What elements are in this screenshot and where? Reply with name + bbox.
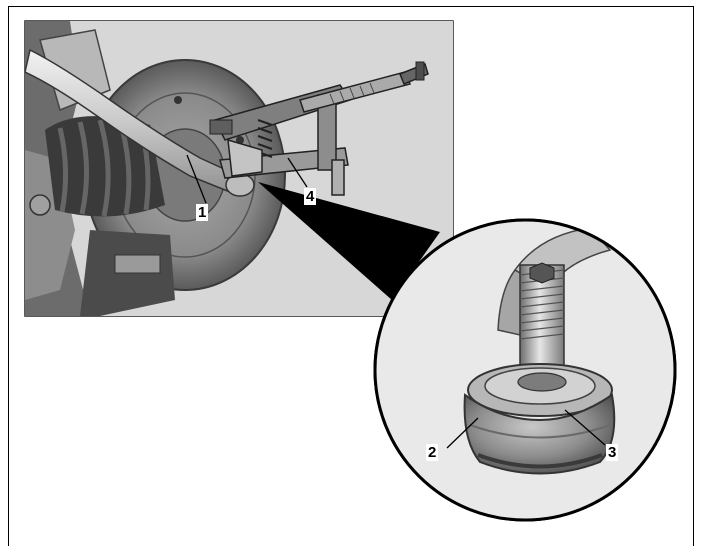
leader-lines [186,154,606,449]
callout-4: 4 [304,188,317,205]
detail-view [373,218,677,522]
callout-3: 3 [606,444,619,461]
callout-1: 1 [196,204,209,221]
main-photo [24,20,454,317]
illustration [24,20,677,522]
ball-joint-puller [209,61,429,196]
zoom-connector [258,182,440,300]
callout-2: 2 [426,444,439,461]
ball-joint-housing [463,393,616,475]
page-frame [8,6,694,546]
